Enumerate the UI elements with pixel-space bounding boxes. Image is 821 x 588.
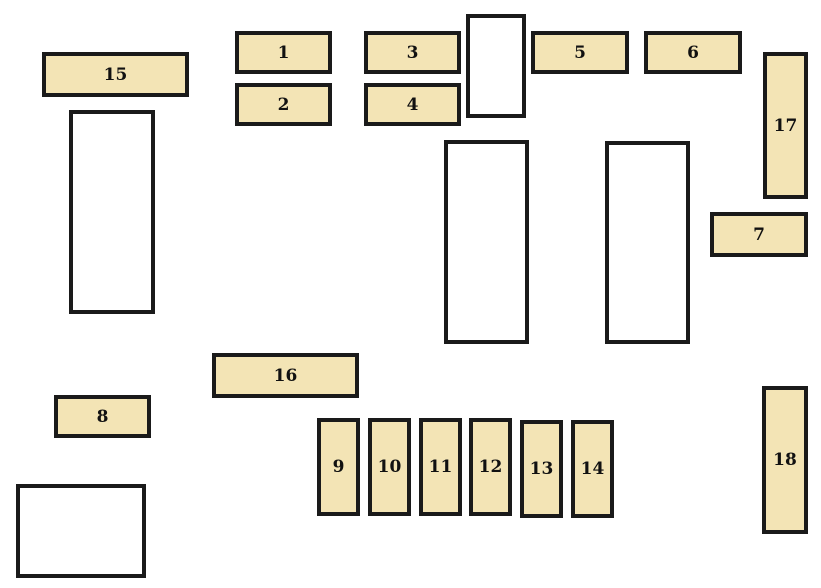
- fuse-1[interactable]: 1: [235, 31, 332, 74]
- fuse-11[interactable]: 11: [419, 418, 462, 516]
- fuse-5[interactable]: 5: [531, 31, 629, 74]
- fuse-15[interactable]: 15: [42, 52, 189, 97]
- fuse-label: 7: [753, 224, 765, 245]
- fuse-label: 6: [687, 42, 699, 63]
- fuse-9[interactable]: 9: [317, 418, 360, 516]
- fuse-7[interactable]: 7: [710, 212, 808, 257]
- fuse-label: 13: [529, 459, 554, 479]
- fuse-10[interactable]: 10: [368, 418, 411, 516]
- relay-slot-left[interactable]: [69, 110, 155, 314]
- fuse-label: 1: [277, 42, 290, 63]
- fuse-3[interactable]: 3: [364, 31, 461, 74]
- fuse-label: 17: [773, 115, 798, 136]
- fuse-label: 5: [574, 42, 586, 63]
- fuse-label: 14: [580, 459, 605, 479]
- relay-slot-top-center[interactable]: [466, 14, 526, 118]
- fuse-label: 12: [478, 457, 503, 477]
- fuse-label: 11: [428, 457, 453, 477]
- relay-slot-bottom-left[interactable]: [16, 484, 146, 578]
- fuse-4[interactable]: 4: [364, 83, 461, 126]
- fuse-label: 15: [103, 64, 128, 85]
- fuse-8[interactable]: 8: [54, 395, 151, 438]
- fuse-label: 3: [406, 42, 419, 63]
- relay-slot-right[interactable]: [605, 141, 690, 344]
- relay-slot-center[interactable]: [444, 140, 529, 344]
- fuse-2[interactable]: 2: [235, 83, 332, 126]
- fuse-16[interactable]: 16: [212, 353, 359, 398]
- fuse-18[interactable]: 18: [762, 386, 808, 534]
- fuse-6[interactable]: 6: [644, 31, 742, 74]
- fuse-label: 10: [377, 457, 402, 477]
- fuse-14[interactable]: 14: [571, 420, 614, 518]
- fuse-label: 4: [406, 94, 419, 115]
- fuse-17[interactable]: 17: [763, 52, 808, 199]
- fuse-13[interactable]: 13: [520, 420, 563, 518]
- fuse-label: 16: [273, 365, 298, 386]
- fuse-12[interactable]: 12: [469, 418, 512, 516]
- fuse-label: 18: [773, 450, 797, 470]
- fuse-label: 8: [96, 406, 109, 427]
- fuse-label: 9: [332, 457, 345, 477]
- fuse-label: 2: [277, 94, 290, 115]
